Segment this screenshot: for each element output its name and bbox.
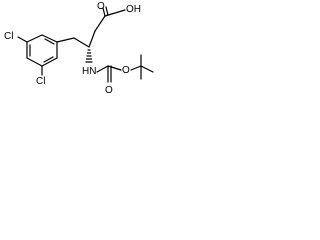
bond-c-carbamate-o-ester <box>107 65 122 71</box>
atom-labels: OH O Cl Cl HN O O <box>4 1 141 96</box>
bond-n-c-carbamate <box>96 65 109 73</box>
bond-ring-cl-upper <box>17 36 28 43</box>
bond-ring-1 <box>41 34 58 43</box>
bond-c1-o-double-b <box>105 6 109 16</box>
bond-ring-4 <box>26 57 43 67</box>
bond-c3-c4 <box>73 37 90 48</box>
bond-ring-inner-1 <box>44 38 55 45</box>
atom-label-ester-o-boc: O <box>122 65 130 76</box>
bond-ring-inner-3 <box>43 56 54 63</box>
atom-label-carboxyl-oh: OH <box>126 4 141 15</box>
atom-label-chloro-lower: Cl <box>36 76 45 87</box>
atom-label-amide-nh: HN <box>82 66 96 77</box>
atom-label-carbonyl-o-boc: O <box>105 85 113 96</box>
bond-c2-c3 <box>88 30 96 48</box>
bond-c1-c2 <box>94 15 106 32</box>
bond-ring-5 <box>41 57 58 67</box>
boc-dichlorophenyl-beta-amino-acid-structure: OH O Cl Cl HN O O <box>4 1 154 96</box>
bond-o-ester-c-tert <box>130 65 142 71</box>
hashed-wedge-c3-n <box>85 49 93 63</box>
bond-c4-ring <box>56 37 75 43</box>
bond-tert-me2 <box>140 65 154 73</box>
bonds <box>17 6 154 83</box>
bond-ring-2 <box>26 34 43 43</box>
atom-label-chloro-upper: Cl <box>4 31 13 42</box>
bond-c1-o-double-a <box>102 7 106 17</box>
atom-label-carbonyl-o-acid: O <box>97 1 105 12</box>
